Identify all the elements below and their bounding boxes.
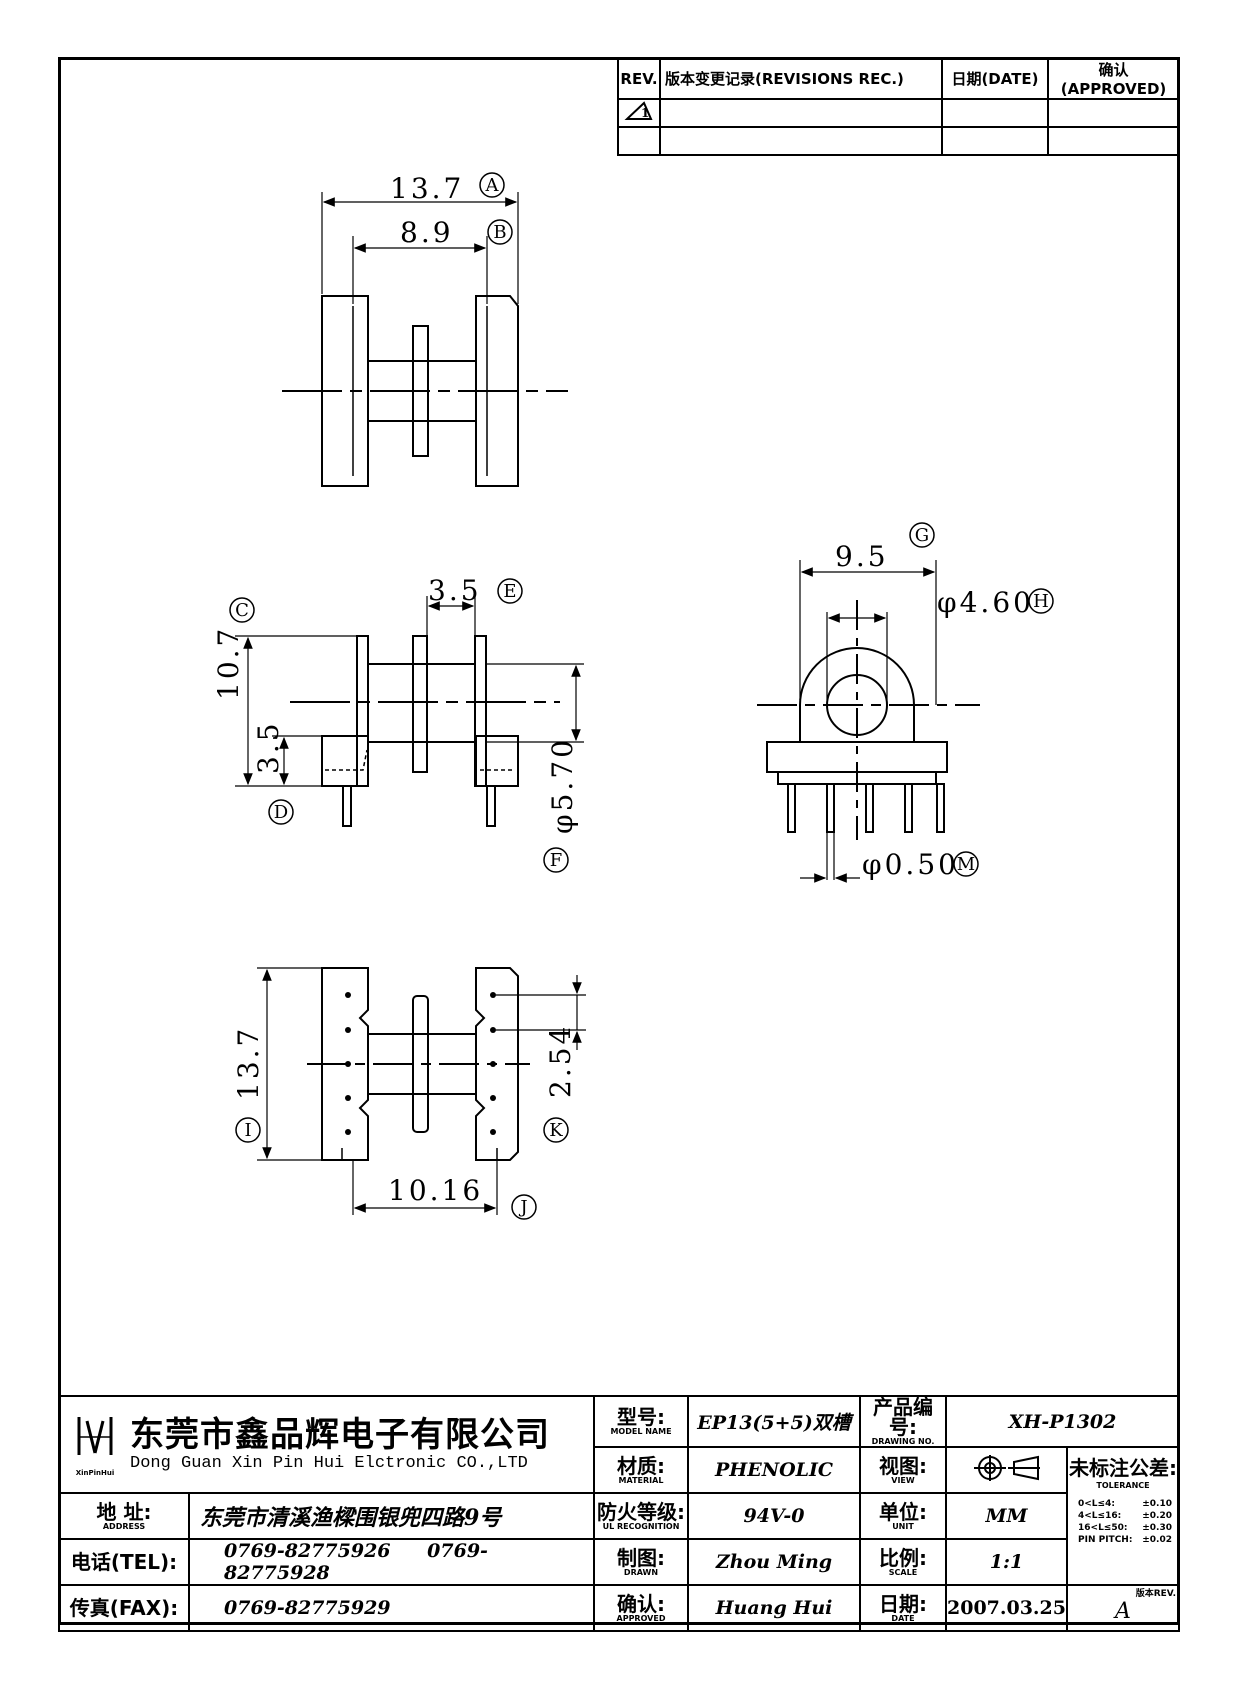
dim-k-value: 2.54 <box>544 1024 577 1098</box>
rev-mark: 1 <box>641 106 649 120</box>
drawn-label: 制图:DRAWN <box>593 1538 689 1586</box>
tel-label: 电话(TEL): <box>58 1538 190 1586</box>
drawing-no-label: 产品编号:DRAWING NO. <box>859 1395 947 1448</box>
tag-b: B <box>487 219 513 245</box>
svg-text:M: M <box>957 854 975 875</box>
dim-f-value: φ5.70 <box>546 737 579 834</box>
fax-label: 传真(FAX): <box>58 1584 190 1632</box>
material-value: PHENOLIC <box>687 1446 861 1494</box>
svg-text:J: J <box>518 1197 527 1218</box>
address-label: 地 址:ADDRESS <box>58 1492 190 1540</box>
address-value: 东莞市清溪渔樑围银兜四路9号 <box>188 1492 595 1540</box>
date-header: 日期(DATE) <box>941 57 1049 100</box>
tolerance-label-en: TOLERANCE <box>1096 1481 1150 1490</box>
date-label: 日期:DATE <box>859 1584 947 1632</box>
dim-j-value: 10.16 <box>388 1174 483 1207</box>
svg-text:B: B <box>493 222 506 243</box>
model-label: 型号:MODEL NAME <box>593 1395 689 1448</box>
dim-g-value: 9.5 <box>835 540 889 573</box>
rev-label: 版本REV. <box>1135 1589 1176 1599</box>
tag-k: K <box>543 1117 569 1143</box>
tag-j: J <box>511 1194 537 1220</box>
approved-value: Huang Hui <box>687 1584 861 1632</box>
tolerance-row: 0<L≤4:±0.10 <box>1078 1499 1172 1509</box>
dim-m-value: φ0.50 <box>862 848 959 881</box>
tolerance-list: 0<L≤4:±0.10 4<L≤16:±0.20 16<L≤50:±0.30 P… <box>1068 1498 1178 1546</box>
tag-m: M <box>953 851 979 877</box>
dim-d-value: 3.5 <box>252 720 285 774</box>
rev-cell: 版本REV. A <box>1066 1584 1180 1632</box>
approved-header: 确认(APPROVED) <box>1047 57 1180 100</box>
svg-text:D: D <box>274 802 288 823</box>
company-name-en: Dong Guan Xin Pin Hui Elctronic CO.,LTD <box>130 1454 528 1473</box>
dim-c-value: 10.7 <box>212 626 245 700</box>
logo-icon <box>77 1416 113 1455</box>
svg-text:F: F <box>550 850 563 871</box>
technical-drawing: 13.7 8.9 10.7 3.5 3.5 φ5.70 9.5 φ4.60 13… <box>212 172 1054 1220</box>
rev-header: REV. <box>617 57 661 100</box>
tolerance-cell: 未标注公差: TOLERANCE 0<L≤4:±0.10 4<L≤16:±0.2… <box>1066 1446 1180 1586</box>
tolerance-row: 4<L≤16:±0.20 <box>1078 1511 1172 1521</box>
material-label: 材质:MATERIAL <box>593 1446 689 1494</box>
fax-value: 0769-82775929 <box>188 1584 595 1632</box>
tag-e: E <box>497 578 523 604</box>
company-cell: XinPinHui 东莞市鑫品辉电子有限公司 Dong Guan Xin Pin… <box>58 1395 595 1494</box>
approved-label: 确认:APPROVED <box>593 1584 689 1632</box>
view-symbol-cell <box>945 1446 1068 1494</box>
tag-d: D <box>268 799 294 825</box>
rev-value: A <box>1115 1599 1131 1624</box>
svg-text:H: H <box>1033 591 1049 612</box>
svg-text:G: G <box>915 525 929 546</box>
tag-g: G <box>909 522 935 548</box>
dim-i-value: 13.7 <box>232 1026 265 1100</box>
ul-value: 94V-0 <box>687 1492 861 1540</box>
logo-text: XinPinHui <box>75 1468 115 1477</box>
title-block: XinPinHui 东莞市鑫品辉电子有限公司 Dong Guan Xin Pin… <box>58 1395 1180 1632</box>
tolerance-label: 未标注公差: <box>1069 1456 1177 1480</box>
scale-label: 比例:SCALE <box>859 1538 947 1586</box>
company-logo: XinPinHui <box>60 1413 130 1477</box>
unit-value: MM <box>945 1492 1068 1540</box>
tolerance-row: PIN PITCH:±0.02 <box>1078 1535 1172 1545</box>
svg-text:E: E <box>503 581 516 602</box>
front-view <box>235 596 584 827</box>
svg-text:C: C <box>235 600 249 621</box>
svg-text:K: K <box>549 1120 563 1141</box>
scale-value: 1:1 <box>945 1538 1068 1586</box>
dim-b-value: 8.9 <box>400 216 454 249</box>
rev-triangle-cell: 1 <box>617 98 661 128</box>
revision-table: REV. 版本变更记录(REVISIONS REC.) 日期(DATE) 确认(… <box>617 57 1180 156</box>
tag-i: I <box>235 1117 261 1143</box>
rev-triangle-icon: 1 <box>624 101 653 120</box>
ul-label: 防火等级:UL RECOGNITION <box>593 1492 689 1540</box>
drawing-no-value: XH-P1302 <box>945 1395 1180 1448</box>
tag-f: F <box>543 847 569 873</box>
revision-row-1 <box>659 98 943 128</box>
tag-c: C <box>229 597 255 623</box>
view-label: 视图:VIEW <box>859 1446 947 1494</box>
tolerance-row: 16<L≤50:±0.30 <box>1078 1523 1172 1533</box>
first-angle-projection-icon <box>973 1455 1040 1481</box>
tel-values: 0769-82775926 0769-82775928 <box>188 1538 595 1586</box>
date-value: 2007.03.25 <box>945 1584 1068 1632</box>
side-view <box>757 560 980 883</box>
tag-a: A <box>479 172 505 198</box>
dim-a-value: 13.7 <box>390 172 464 205</box>
company-name-cn: 东莞市鑫品辉电子有限公司 <box>130 1415 550 1455</box>
svg-text:I: I <box>244 1120 251 1141</box>
tag-h: H <box>1028 588 1054 614</box>
drawn-value: Zhou Ming <box>687 1538 861 1586</box>
dim-e-value: 3.5 <box>428 574 482 607</box>
revision-row-2 <box>617 126 661 156</box>
dim-h-value: φ4.60 <box>937 586 1034 619</box>
revisions-header: 版本变更记录(REVISIONS REC.) <box>659 57 943 100</box>
top-view <box>282 192 568 487</box>
model-value: EP13(5+5)双槽 <box>687 1395 861 1448</box>
unit-label: 单位:UNIT <box>859 1492 947 1540</box>
svg-text:A: A <box>485 175 500 196</box>
bottom-view <box>257 967 586 1215</box>
